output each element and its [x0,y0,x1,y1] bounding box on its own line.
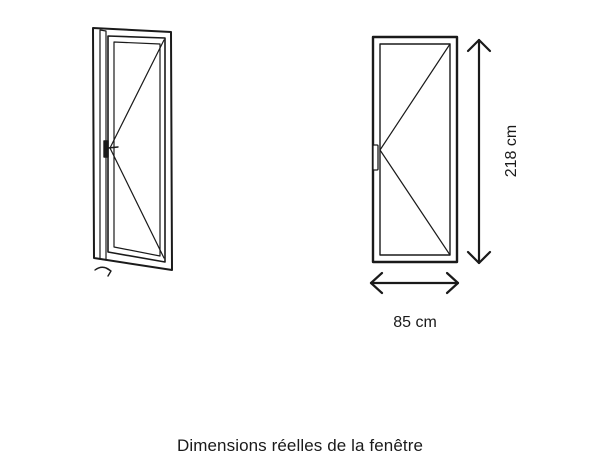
front-opening-triangle [379,43,451,256]
front-outer-frame [371,35,459,264]
opening-direction-arrow-icon [94,266,112,277]
perspective-frame-edge [99,29,107,261]
front-glass [379,43,451,256]
perspective-window-view [92,27,173,277]
perspective-glass [113,41,161,257]
height-label: 218 cm [503,125,520,177]
width-label: 85 cm [393,314,437,331]
front-window-view [371,35,459,264]
front-handle-icon [372,144,379,171]
perspective-opening-triangle [109,39,165,259]
width-dimension-arrow [369,271,460,295]
perspective-handle-icon [103,140,119,158]
perspective-sash [107,35,166,263]
diagram-caption: Dimensions réelles de la fenêtre [176,436,424,455]
perspective-outer-frame [92,27,173,271]
height-dimension-arrow [466,38,492,265]
